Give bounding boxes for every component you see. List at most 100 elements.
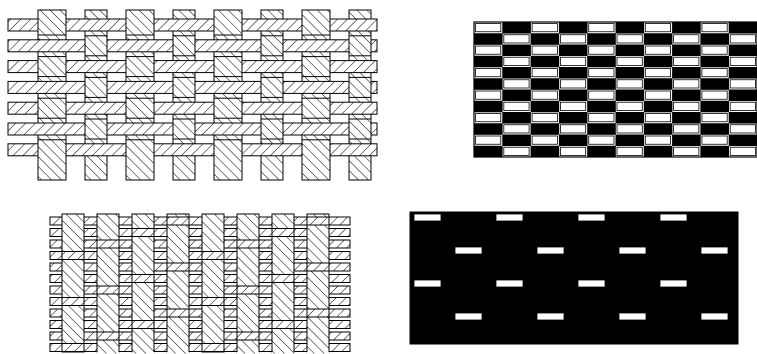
warp-float [132,284,154,296]
warp-float [261,36,283,56]
warp-float [202,261,224,273]
pattern-cell-black [587,78,616,90]
pattern-cell-white [476,136,501,144]
weft-thread [50,286,350,294]
warp-float [307,238,329,250]
pattern-cell-white [476,24,501,32]
pattern-cell-white [730,57,755,65]
pattern-cell-white [660,280,687,287]
pattern-cell-black [729,67,757,79]
pattern-cell-white [617,57,642,65]
warp-float [62,307,84,319]
pattern-cell-black [502,45,531,57]
pattern-cell-white [617,125,642,133]
plain-weave-interlacing-drawing [8,10,377,180]
pattern-cell-white [532,24,557,32]
pattern-cell-black [616,90,645,102]
pattern-cell-black [616,67,645,79]
warp-float [214,140,242,180]
pattern-cell-black [531,146,560,158]
plain-weave-pattern-grid [474,22,757,157]
warp-float [307,284,329,296]
pattern-cell-black [587,56,616,68]
warp-float [38,98,66,118]
pattern-cell-white [560,80,585,88]
warp-float [126,140,154,180]
warp-float [132,330,154,342]
warp-float [307,296,329,308]
warp-float [38,140,66,180]
warp-float [126,10,154,35]
pattern-cell-white [414,214,441,221]
pattern-cell-black [587,146,616,158]
warp-float [202,319,224,331]
warp-float [307,319,329,331]
pattern-cell-white [730,125,755,133]
warp-float [272,330,294,342]
pattern-cell-white [701,313,728,320]
pattern-cell-black [559,45,588,57]
pattern-cell-white [617,80,642,88]
warp-float [173,119,195,139]
pattern-cell-black [700,56,729,68]
warp-float [261,77,283,97]
pattern-cell-white [476,91,501,99]
pattern-cell-white [589,46,614,54]
warp-float [237,307,259,319]
warp-float [126,57,154,77]
pattern-cell-black [644,101,673,113]
warp-float [85,77,107,97]
weft-thread [50,240,350,248]
pattern-cell-black [672,22,701,34]
pattern-cell-black [531,56,560,68]
pattern-cell-white [645,136,670,144]
warp-float [202,273,224,285]
weft-thread [50,217,350,225]
pattern-cell-white [532,46,557,54]
warp-float [167,273,189,285]
warp-float [97,250,119,262]
pattern-cell-white [476,114,501,122]
warp-float [167,330,189,342]
warp-float [272,342,294,354]
warp-float [97,296,119,308]
warp-float [302,10,330,35]
weft-thread [50,252,350,260]
warp-float [167,342,189,354]
pattern-cell-white [537,313,564,320]
warp-float [307,273,329,285]
warp-float [237,227,259,239]
pattern-cell-black [559,135,588,147]
pattern-cell-white [476,46,501,54]
weft-thread [50,332,350,340]
warp-float [167,284,189,296]
pattern-cell-white [674,57,699,65]
warp-float [302,57,330,77]
pattern-cell-white [455,313,482,320]
pattern-cell-white [496,280,523,287]
pattern-cell-white [578,280,605,287]
pattern-cell-white [532,114,557,122]
warp-float [132,215,154,227]
pattern-cell-black [616,22,645,34]
pattern-cell-black [729,45,757,57]
pattern-cell-black [474,56,503,68]
pattern-cell-black [644,56,673,68]
warp-float [302,98,330,118]
pattern-cell-black [502,112,531,124]
pattern-cell-black [587,33,616,45]
warp-float [132,342,154,354]
pattern-cell-black [672,45,701,57]
warp-float [126,98,154,118]
pattern-cell-white [476,69,501,77]
pattern-cell-white [560,102,585,110]
pattern-cell-black [644,33,673,45]
pattern-cell-white [560,147,585,155]
pattern-cell-white [645,24,670,32]
pattern-cell-black [587,123,616,135]
pattern-cell-black [644,123,673,135]
pattern-cell-white [496,214,523,221]
warp-float [62,330,84,342]
pattern-cell-black [672,90,701,102]
